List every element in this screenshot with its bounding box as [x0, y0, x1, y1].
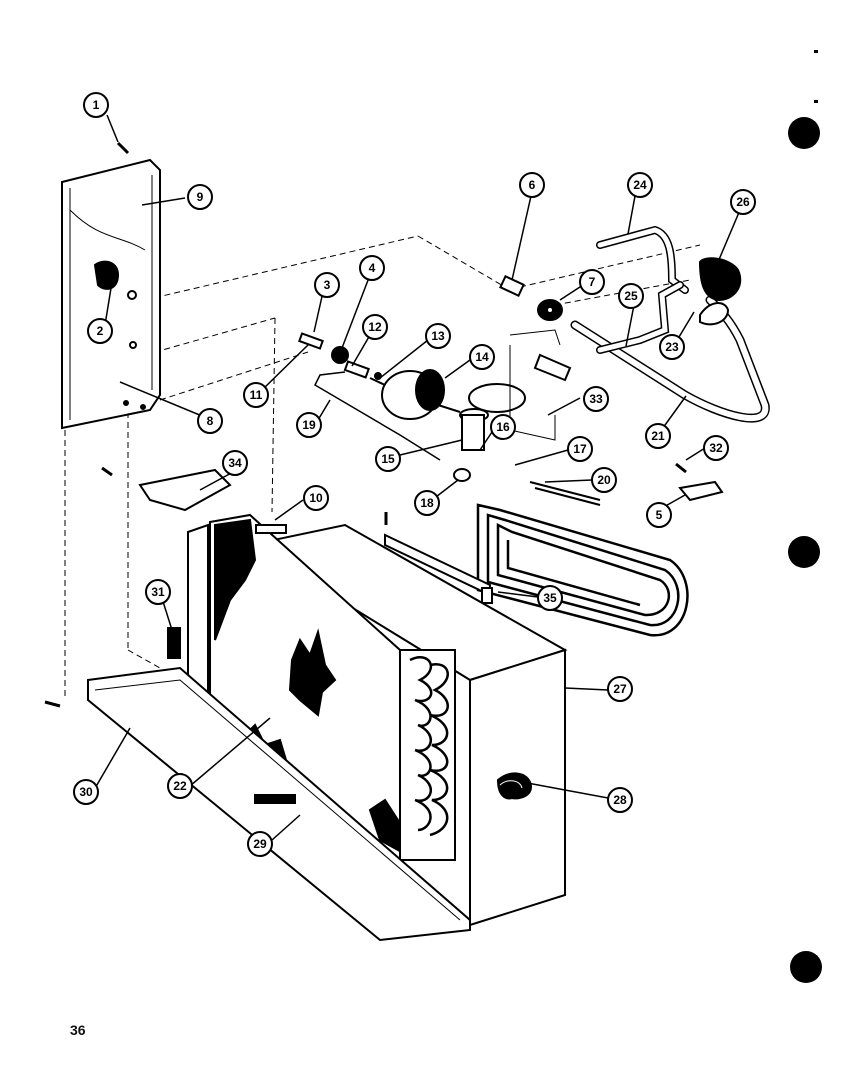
svg-text:10: 10 [309, 491, 323, 505]
svg-text:20: 20 [597, 473, 611, 487]
margin-mark [814, 50, 818, 53]
callout-5: 5 [646, 502, 672, 528]
svg-text:34: 34 [228, 456, 242, 470]
clamp-5 [675, 462, 724, 502]
condenser-coil-loops [476, 503, 689, 637]
svg-text:25: 25 [624, 289, 638, 303]
svg-text:2: 2 [97, 324, 104, 338]
callout-26: 26 [730, 189, 756, 215]
fittings-3-4-11-12 [298, 332, 382, 380]
svg-text:32: 32 [709, 441, 723, 455]
callout-12: 12 [362, 314, 388, 340]
callout-35: 35 [537, 585, 563, 611]
tubing-assembly [570, 225, 770, 423]
callout-6: 6 [519, 172, 545, 198]
bracket-34 [101, 466, 232, 512]
punch-hole-top [788, 117, 820, 149]
svg-text:23: 23 [665, 340, 679, 354]
callout-10: 10 [303, 485, 329, 511]
callout-30: 30 [73, 779, 99, 805]
svg-text:18: 18 [420, 496, 434, 510]
svg-text:8: 8 [207, 414, 214, 428]
svg-text:27: 27 [613, 682, 627, 696]
callout-24: 24 [627, 172, 653, 198]
svg-text:28: 28 [613, 793, 627, 807]
svg-text:16: 16 [496, 420, 510, 434]
callout-22: 22 [167, 773, 193, 799]
svg-text:15: 15 [381, 452, 395, 466]
callout-18: 18 [414, 490, 440, 516]
svg-text:19: 19 [302, 418, 316, 432]
callout-29: 29 [247, 831, 273, 857]
screw-1 [116, 141, 130, 155]
margin-mark [814, 100, 818, 103]
svg-text:24: 24 [633, 178, 647, 192]
svg-text:5: 5 [656, 508, 663, 522]
callout-21: 21 [645, 423, 671, 449]
callout-20: 20 [591, 467, 617, 493]
callout-14: 14 [469, 344, 495, 370]
callout-28: 28 [607, 787, 633, 813]
fan-motor [369, 369, 461, 420]
svg-text:21: 21 [651, 429, 665, 443]
svg-text:35: 35 [543, 591, 557, 605]
callout-11: 11 [243, 382, 269, 408]
capacitor-assembly [468, 329, 572, 441]
tubing-19 [314, 371, 441, 461]
base-pan [44, 666, 471, 942]
svg-text:33: 33 [589, 392, 603, 406]
svg-text:14: 14 [475, 350, 489, 364]
callout-16: 16 [490, 414, 516, 440]
svg-text:30: 30 [79, 785, 93, 799]
callout-23: 23 [659, 334, 685, 360]
svg-text:17: 17 [573, 442, 587, 456]
punch-hole-bottom [790, 951, 822, 983]
callout-4: 4 [359, 255, 385, 281]
svg-text:6: 6 [529, 178, 536, 192]
callout-8: 8 [197, 408, 223, 434]
fittings-6-7 [499, 275, 563, 321]
callout-33: 33 [583, 386, 609, 412]
svg-text:7: 7 [589, 275, 596, 289]
callout-13: 13 [425, 323, 451, 349]
svg-text:11: 11 [250, 388, 263, 402]
valve-15 [453, 408, 489, 482]
svg-text:4: 4 [369, 261, 376, 275]
back-panel [61, 158, 161, 430]
svg-text:13: 13 [431, 329, 445, 343]
page-number: 36 [70, 1022, 86, 1038]
svg-text:9: 9 [197, 190, 204, 204]
callout-17: 17 [567, 436, 593, 462]
callout-19: 19 [296, 412, 322, 438]
punch-hole-middle [788, 536, 820, 568]
svg-text:29: 29 [253, 837, 267, 851]
bracket-35 [384, 512, 493, 604]
callout-32: 32 [703, 435, 729, 461]
callout-34: 34 [222, 450, 248, 476]
callouts: 1 2 3 4 5 6 7 8 9 10 11 12 13 14 15 16 1… [73, 92, 756, 857]
callout-15: 15 [375, 446, 401, 472]
callout-9: 9 [187, 184, 213, 210]
coil-fins [399, 649, 456, 861]
svg-text:12: 12 [368, 320, 382, 334]
callout-27: 27 [607, 676, 633, 702]
callout-25: 25 [618, 283, 644, 309]
callout-1: 1 [83, 92, 109, 118]
callout-7: 7 [579, 269, 605, 295]
callout-3: 3 [314, 272, 340, 298]
svg-text:26: 26 [736, 195, 750, 209]
capillary-tube-20 [529, 481, 601, 506]
svg-text:1: 1 [93, 98, 100, 112]
svg-text:22: 22 [173, 779, 187, 793]
dashed-assembly-lines [64, 235, 701, 700]
svg-text:3: 3 [324, 278, 331, 292]
callout-2: 2 [87, 318, 113, 344]
svg-text:31: 31 [151, 585, 165, 599]
callout-31: 31 [145, 579, 171, 605]
